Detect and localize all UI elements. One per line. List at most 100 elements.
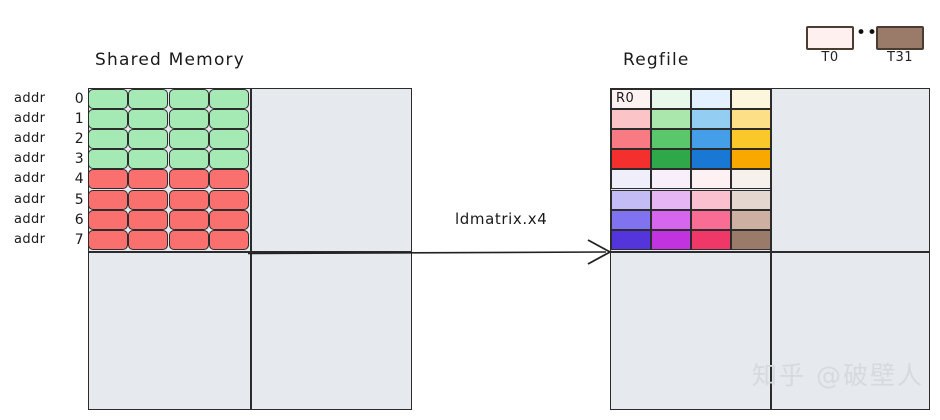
regfile-cell	[611, 209, 651, 230]
regfile-cell	[611, 149, 651, 170]
address-label-index: 3	[74, 151, 84, 168]
regfile-cell	[731, 209, 771, 230]
address-label-row: addr 3	[14, 149, 86, 169]
shared-memory-cell	[209, 89, 250, 109]
address-label-index: 4	[74, 171, 84, 188]
regfile-cell	[651, 89, 691, 109]
shared-memory-cell	[209, 129, 250, 150]
regfile-cell	[611, 189, 651, 210]
address-label-word: addr	[14, 171, 46, 187]
address-label-row: addr 4	[14, 169, 86, 189]
regfile-cell	[691, 109, 731, 130]
shared-memory-cell	[128, 209, 169, 230]
address-label-word: addr	[14, 131, 46, 147]
shared-memory-cell	[128, 149, 169, 170]
address-label-word: addr	[14, 231, 46, 247]
address-label-row: addr 6	[14, 210, 86, 230]
regfile-cell	[691, 169, 731, 190]
shared-memory-cell	[209, 209, 250, 230]
shared-memory-cell	[128, 109, 169, 130]
shared-memory-cell	[168, 149, 209, 170]
regfile-cell	[651, 149, 691, 170]
shared-memory-cell	[168, 229, 209, 250]
legend-ellipsis: •••	[856, 23, 890, 43]
address-label-word: addr	[14, 91, 46, 106]
shared-memory-cell	[168, 209, 209, 230]
regfile-first-cell-label: R0	[616, 91, 635, 106]
shared-memory-cell	[128, 169, 169, 190]
shared-memory-cell	[168, 89, 209, 109]
shared-memory-cell	[88, 129, 128, 150]
legend-label-t0: T0	[821, 50, 839, 65]
shared-memory-cell	[88, 209, 128, 230]
shared-memory-cell	[209, 169, 250, 190]
regfile-cell	[731, 89, 771, 109]
shared-memory-cell	[128, 129, 169, 150]
regfile-cell	[651, 129, 691, 150]
address-label-word: addr	[14, 191, 46, 207]
legend-swatch-t31	[876, 26, 924, 50]
arrow-label: ldmatrix.x4	[455, 210, 548, 228]
shared-memory-cell	[168, 109, 209, 130]
regfile-cell	[691, 89, 731, 109]
shared-memory-vertical-divider	[250, 88, 252, 410]
thread-legend: ••• T0 T31	[800, 24, 930, 74]
regfile-cell	[731, 229, 771, 250]
watermark: 知乎 @破壁人	[752, 361, 924, 390]
shared-memory-cell	[168, 189, 209, 210]
legend-swatch-t0	[806, 26, 854, 50]
regfile-grid: R0	[611, 89, 771, 250]
address-label-index: 0	[74, 91, 84, 107]
address-label-row: addr 2	[14, 129, 86, 149]
regfile-cell	[731, 169, 771, 190]
legend-label-t31: T31	[887, 50, 913, 65]
regfile-cell	[691, 149, 731, 170]
shared-memory-cell	[209, 109, 250, 130]
regfile-horizontal-divider	[610, 251, 930, 253]
shared-memory-cell	[88, 229, 128, 250]
shared-memory-cell	[88, 149, 128, 170]
regfile-cell	[651, 209, 691, 230]
shared-memory-cell	[168, 169, 209, 190]
regfile-cell	[691, 209, 731, 230]
regfile-cell	[691, 189, 731, 210]
shared-memory-title: Shared Memory	[95, 50, 245, 70]
regfile-cell	[691, 129, 731, 150]
address-label-index: 1	[74, 111, 84, 128]
regfile-cell	[731, 129, 771, 150]
shared-memory-cell	[209, 189, 250, 210]
address-label-word: addr	[14, 211, 46, 227]
shared-memory-cell	[128, 89, 169, 109]
shared-memory-horizontal-divider	[88, 251, 412, 253]
address-label-row: addr 0	[14, 89, 86, 109]
shared-memory-grid	[88, 89, 250, 250]
shared-memory-cell	[209, 229, 250, 250]
regfile-cell	[611, 129, 651, 150]
regfile-cell	[611, 169, 651, 190]
regfile-cell	[651, 169, 691, 190]
address-label-index: 2	[74, 131, 84, 148]
regfile-cell	[651, 109, 691, 130]
shared-memory-cell	[88, 169, 128, 190]
regfile-cell	[691, 229, 731, 250]
regfile-cell	[731, 149, 771, 170]
shared-memory-cell	[168, 129, 209, 150]
regfile-title: Regfile	[623, 50, 690, 70]
shared-memory-cell	[209, 149, 250, 170]
address-label-index: 6	[74, 211, 84, 228]
regfile-cell	[731, 189, 771, 210]
shared-memory-cell	[88, 189, 128, 210]
shared-memory-cell	[88, 109, 128, 130]
shared-memory-cell	[128, 229, 169, 250]
regfile-cell	[611, 229, 651, 250]
regfile-cell	[651, 189, 691, 210]
regfile-cell	[611, 109, 651, 130]
regfile-cell	[651, 229, 691, 250]
regfile-cell: R0	[611, 89, 651, 109]
address-label-word: addr	[14, 151, 46, 167]
regfile-cell	[731, 109, 771, 130]
ldmatrix-arrow-icon	[248, 239, 611, 265]
